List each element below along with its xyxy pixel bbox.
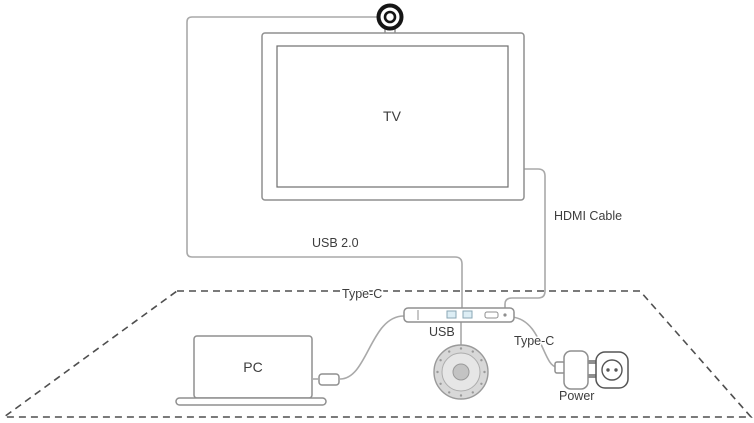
typec-power-label: Type-C — [514, 334, 554, 348]
pc-label: PC — [243, 359, 262, 375]
typec-pc-label: Type-C — [342, 287, 382, 301]
table-outline — [1, 290, 753, 418]
hdmi-port-icon — [484, 311, 499, 319]
tv-screen — [261, 32, 525, 201]
power-adapter — [554, 350, 629, 390]
usb-port-icon — [462, 310, 473, 319]
typec-cable-power — [511, 316, 558, 368]
speakerphone-icon — [433, 344, 489, 400]
usb-cable — [186, 16, 463, 309]
speaker-holes — [436, 347, 486, 397]
power-label: Power — [559, 389, 594, 403]
typec-cable-pc — [339, 315, 405, 380]
hdmi-cable-label: HDMI Cable — [554, 209, 622, 223]
camera-icon — [376, 3, 404, 35]
pc-laptop — [175, 335, 340, 406]
usb-speaker-label: USB — [429, 325, 455, 339]
usb-port-icon — [446, 310, 457, 319]
usb2-cable-label: USB 2.0 — [312, 236, 359, 250]
hdmi-cable — [504, 168, 546, 309]
usb-plug-icon — [318, 373, 340, 386]
usb-hub — [403, 307, 515, 323]
power-port-icon — [503, 313, 507, 317]
power-outlet-icon — [595, 351, 629, 389]
tv-label: TV — [383, 108, 402, 124]
power-brick-icon — [563, 350, 589, 390]
